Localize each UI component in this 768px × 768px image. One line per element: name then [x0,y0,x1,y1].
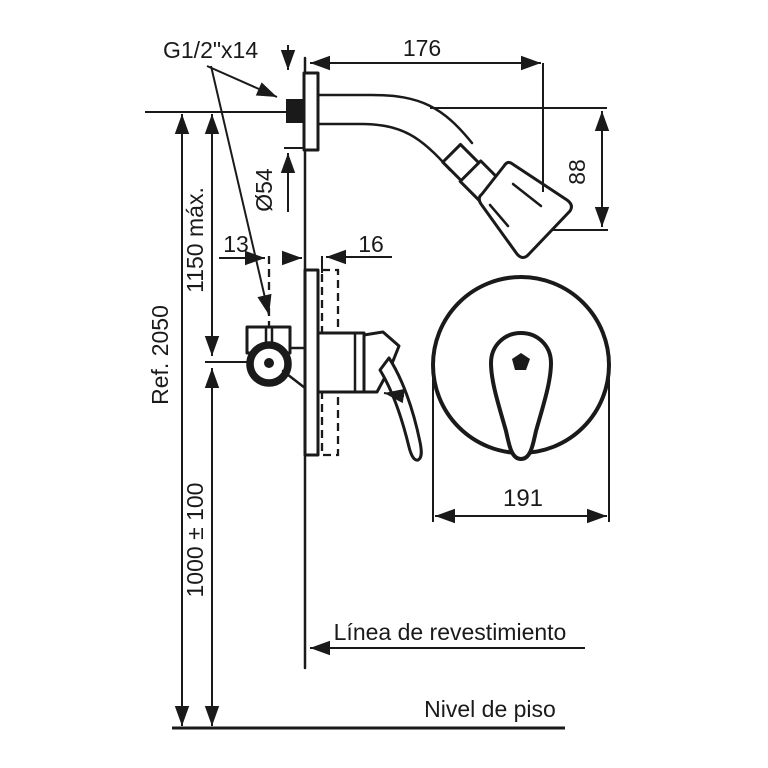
floor-label-group: Nivel de piso [424,696,556,722]
dimension-16: 16 [321,231,392,273]
height-dimensions: Ref. 2050 1150 máx. 1000 ± 100 [145,111,287,726]
shower-arm-assembly [316,93,573,259]
thread-leader-valve [210,65,272,316]
cartridge-housing [316,331,366,394]
handle-front [488,330,554,462]
shower-arm-top-edge [316,93,474,145]
pipe-connection-block [286,99,307,123]
dimension-54: Ø54 [251,45,304,212]
label-nivel-de-piso: Nivel de piso [424,696,556,722]
label-191: 191 [503,485,543,512]
label-176: 176 [403,35,441,61]
dimension-176: 176 [310,35,544,192]
thread-callout: G1/2"x14 [163,37,278,316]
thread-leader-arm [206,65,278,98]
label-ref-2050: Ref. 2050 [147,305,173,405]
label-88: 88 [564,159,590,185]
valve-side-view [245,256,423,462]
dimension-88: 88 [430,107,610,231]
label-1150-max: 1150 máx. [182,187,208,293]
shower-head [477,160,573,259]
wall-fitting [286,71,320,152]
check-valve-center-dot [264,358,274,368]
label-1000-100: 1000 ± 100 [182,483,208,598]
label-linea-de-revestimiento: Línea de revestimiento [334,619,567,645]
trim-plate-side [303,268,320,457]
valve-front-view [431,275,611,462]
label-13: 13 [223,231,249,257]
shower-head-detail-line-2 [488,203,510,228]
handle-lever [378,356,423,462]
shower-head-detail-line [511,182,543,208]
dimension-13: 13 [219,231,302,266]
handle-set-screw [512,353,530,370]
label-16: 16 [358,231,384,257]
dimension-191: 191 [432,368,610,524]
label-thread: G1/2"x14 [163,37,258,63]
arm-flange [302,71,320,152]
shower-arm-bottom-edge [316,122,452,172]
handle-direction-arrow [383,388,405,404]
lining-label-group: Línea de revestimiento [310,619,585,656]
label-dia54: Ø54 [251,168,277,212]
valve-wall-connector-bottom [281,369,307,390]
